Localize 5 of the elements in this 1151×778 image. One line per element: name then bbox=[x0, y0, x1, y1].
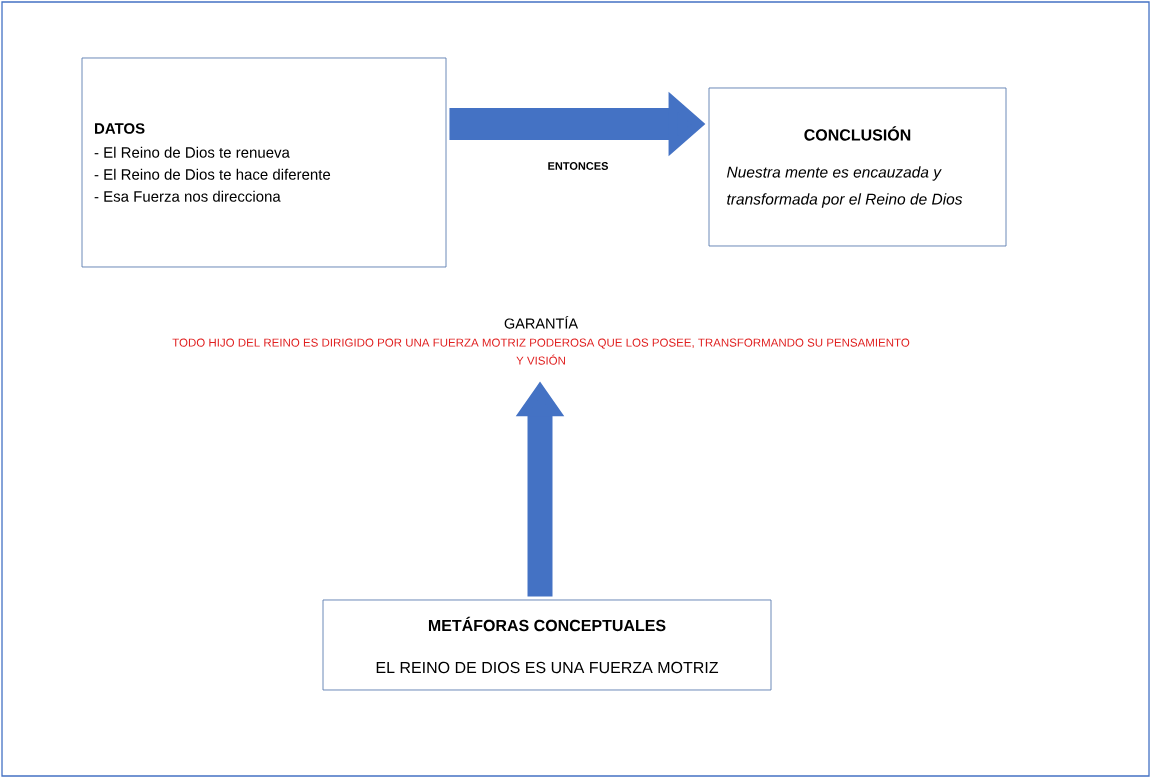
conclusion-box: CONCLUSIÓN Nuestra mente es encauzada y transformada por el Reino de Dios bbox=[708, 87, 1007, 247]
data-box: DATOS - El Reino de Dios te renueva - El Reino de Dios te hace diferente - Esa Fuerza nos direcciona bbox=[81, 57, 447, 268]
metaphor-box: METÁFORAS CONCEPTUALES EL REINO DE DIOS ES UNA FUERZA MOTRIZ bbox=[322, 599, 772, 691]
edge-label: ENTONCES bbox=[546, 161, 610, 171]
warrant-text: GARANTÍA TODO HIJO DEL REINO ES DIRIGIDO POR UNA FUERZA MOTRIZ PODEROSA QUE LOS POSEE, TRANSFORMANDO SU PENSAMIENTO Y VISIÓN bbox=[160, 316, 922, 378]
